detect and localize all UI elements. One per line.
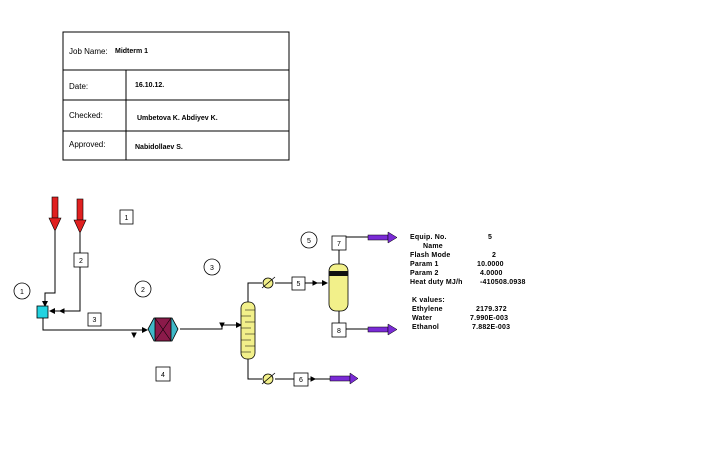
mixer-unit[interactable] [36,305,49,319]
condenser-unit[interactable] [261,276,276,289]
stream-label-box-4[interactable]: 4 [155,366,171,382]
k-values-table: K values: Ethylene 2179.372 Water 7.990E… [412,297,510,331]
date-value: 16.10.12. [135,82,164,89]
param-2-value: 4.0000 [480,270,503,277]
heat-duty-value: -410508.0938 [480,279,526,286]
k-value-component: Ethylene [412,306,443,313]
k-value-component: Water [412,315,432,322]
approved-label: Approved: [69,140,105,149]
equip-no-label: Equip. No. [410,234,447,241]
stream-label-box-2[interactable]: 2 [73,252,89,268]
flash-mode-value: 2 [492,252,496,259]
unit-label-text: 5 [307,238,311,245]
stream-label-text: 2 [79,258,83,265]
flash-mode-label: Flash Mode [410,252,451,259]
product-arrow-8[interactable] [367,323,398,336]
param-1-label: Param 1 [410,261,439,268]
param-1-value: 10.0000 [477,261,504,268]
product-arrow-6[interactable] [329,372,359,385]
stream-lines [42,231,368,380]
stream-label-text: 1 [125,215,129,222]
stream-label-box-1[interactable]: 1 [119,209,134,225]
equip-name-label: Name [423,243,443,250]
unit-label-text: 3 [210,265,214,272]
date-label: Date: [69,82,88,91]
feed-arrow-1[interactable] [48,196,62,232]
feed-arrow-2[interactable] [73,198,87,234]
stream-label-text: 7 [337,241,341,248]
stream-label-box-6[interactable]: 6 [293,372,309,387]
stream-label-box-3[interactable]: 3 [87,312,102,327]
stream-label-text: 4 [161,372,165,379]
distillation-column-unit[interactable] [240,301,256,360]
stream-label-box-8[interactable]: 8 [331,322,347,338]
stream-line-1 [42,231,56,307]
reboiler-unit[interactable] [261,372,276,385]
unit-label-circle-5[interactable]: 5 [300,231,318,249]
flash-drum-unit[interactable] [328,263,349,312]
stream-line-overhead [247,282,262,302]
flow-ticks [58,280,319,382]
k-value-number: 7.990E-003 [470,315,508,322]
stream-label-box-7[interactable]: 7 [331,235,347,251]
checked-value: Umbetova K. Abdiyev K. [137,115,218,122]
job-name-value: Midterm 1 [115,48,148,55]
stream-label-text: 3 [93,317,97,324]
stream-line-bottoms [247,358,262,380]
title-block-frame [62,31,290,161]
unit-label-text: 2 [141,287,145,294]
checked-label: Checked: [69,111,103,120]
stream-line-3 [42,318,148,333]
stream-label-text: 6 [299,377,303,384]
stream-label-text: 5 [297,281,301,288]
job-name-label: Job Name: [69,47,108,56]
unit-label-circle-2[interactable]: 2 [134,280,152,298]
heat-duty-label: Heat duty MJ/h [410,279,463,286]
unit-label-circle-3[interactable]: 3 [203,258,221,276]
param-2-label: Param 2 [410,270,439,277]
title-block: Job Name: Midterm 1 Date: 16.10.12. Chec… [62,31,290,161]
k-values-title: K values: [412,297,445,304]
k-value-component: Ethanol [412,324,439,331]
k-value-number: 2179.372 [476,306,507,313]
k-value-number: 7.882E-003 [472,324,510,331]
unit-label-circle-1[interactable]: 1 [13,282,31,300]
stream-label-text: 8 [337,328,341,335]
equip-no-value: 5 [488,234,492,241]
stream-line-4 [180,322,242,330]
stream-label-box-5[interactable]: 5 [291,276,306,291]
reactor-unit[interactable] [147,317,179,342]
equipment-info-table: Equip. No. 5 Name Flash Mode 2 Param 1 1… [410,234,526,286]
product-arrow-7[interactable] [367,231,398,244]
unit-label-text: 1 [20,289,24,296]
approved-value: Nabidollaev S. [135,144,183,151]
